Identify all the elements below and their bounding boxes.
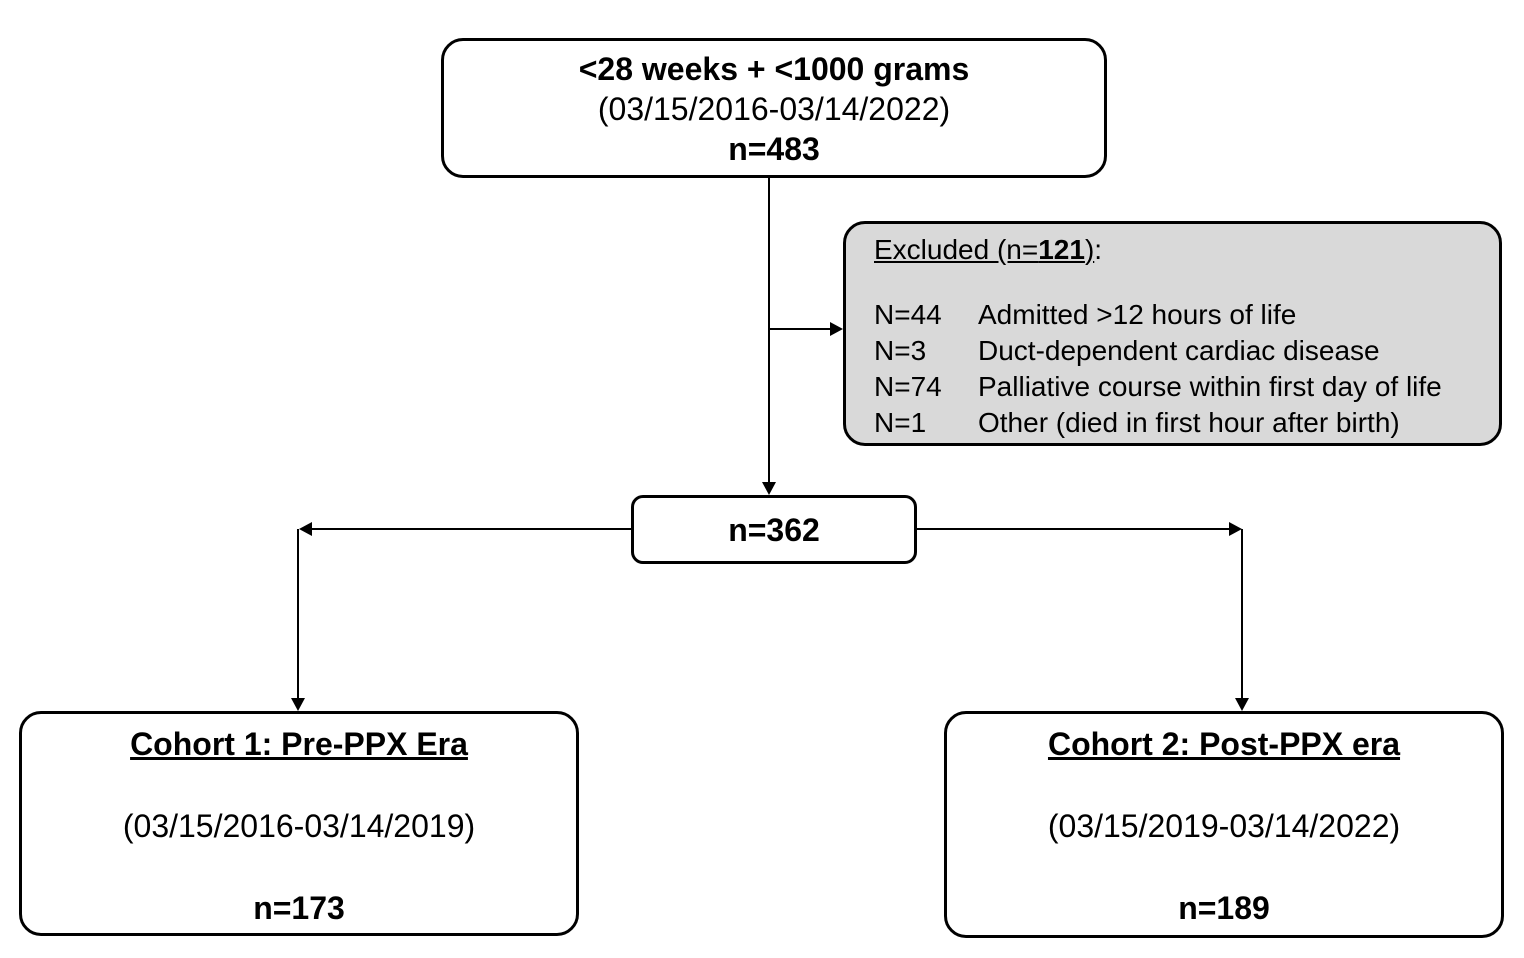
arrowhead-right-cohort2 [1229,522,1242,536]
excluded-box: Excluded (n=121): N=44 Admitted >12 hour… [843,221,1502,446]
enrollment-box: <28 weeks + <1000 grams (03/15/2016-03/1… [441,38,1107,178]
excluded-row-reason: Palliative course within first day of li… [978,371,1442,402]
cohort1-date-range: (03/15/2016-03/14/2019) [122,808,476,844]
included-box: n=362 [631,495,917,564]
cohort2-date-range: (03/15/2019-03/14/2022) [1047,808,1401,844]
enrollment-criteria: <28 weeks + <1000 grams [578,51,970,87]
excluded-row-reason: Other (died in first hour after birth) [978,407,1400,438]
included-count: n=362 [728,511,820,548]
enrollment-date-range: (03/15/2016-03/14/2022) [597,91,951,127]
arrowhead-left-cohort1 [299,522,312,536]
excluded-count: 121 [1038,234,1085,265]
excluded-row-count: N=74 [874,371,942,402]
cohort2-count: n=189 [1178,890,1270,926]
excluded-label-prefix: Excluded (n= [874,234,1039,265]
excluded-title: Excluded (n=121): [874,232,1499,268]
excluded-row-count: N=44 [874,299,942,330]
cohort2-box: Cohort 2: Post-PPX era (03/15/2019-03/14… [944,711,1504,938]
arrowhead-down-cohort2 [1235,698,1249,711]
enrollment-count: n=483 [728,131,820,167]
excluded-row: N=1 Other (died in first hour after birt… [874,405,1499,441]
excluded-label-colon: : [1094,234,1103,265]
excluded-row: N=74 Palliative course within first day … [874,369,1499,405]
excluded-row-reason: Duct-dependent cardiac disease [978,335,1380,366]
cohort1-box: Cohort 1: Pre-PPX Era (03/15/2016-03/14/… [19,711,579,936]
excluded-row-count: N=3 [874,335,927,366]
cohort2-title: Cohort 2: Post-PPX era [1047,726,1401,762]
excluded-row-count: N=1 [874,407,927,438]
arrowhead-down-cohort1 [291,698,305,711]
arrowhead-down-middle [762,482,776,495]
cohort1-title: Cohort 1: Pre-PPX Era [130,726,468,762]
excluded-row-reason: Admitted >12 hours of life [978,299,1297,330]
excluded-row: N=3 Duct-dependent cardiac disease [874,333,1499,369]
arrowhead-right-excluded [830,322,843,336]
excluded-label-suffix: ) [1084,234,1095,265]
cohort1-count: n=173 [253,890,345,926]
excluded-row: N=44 Admitted >12 hours of life [874,297,1499,333]
